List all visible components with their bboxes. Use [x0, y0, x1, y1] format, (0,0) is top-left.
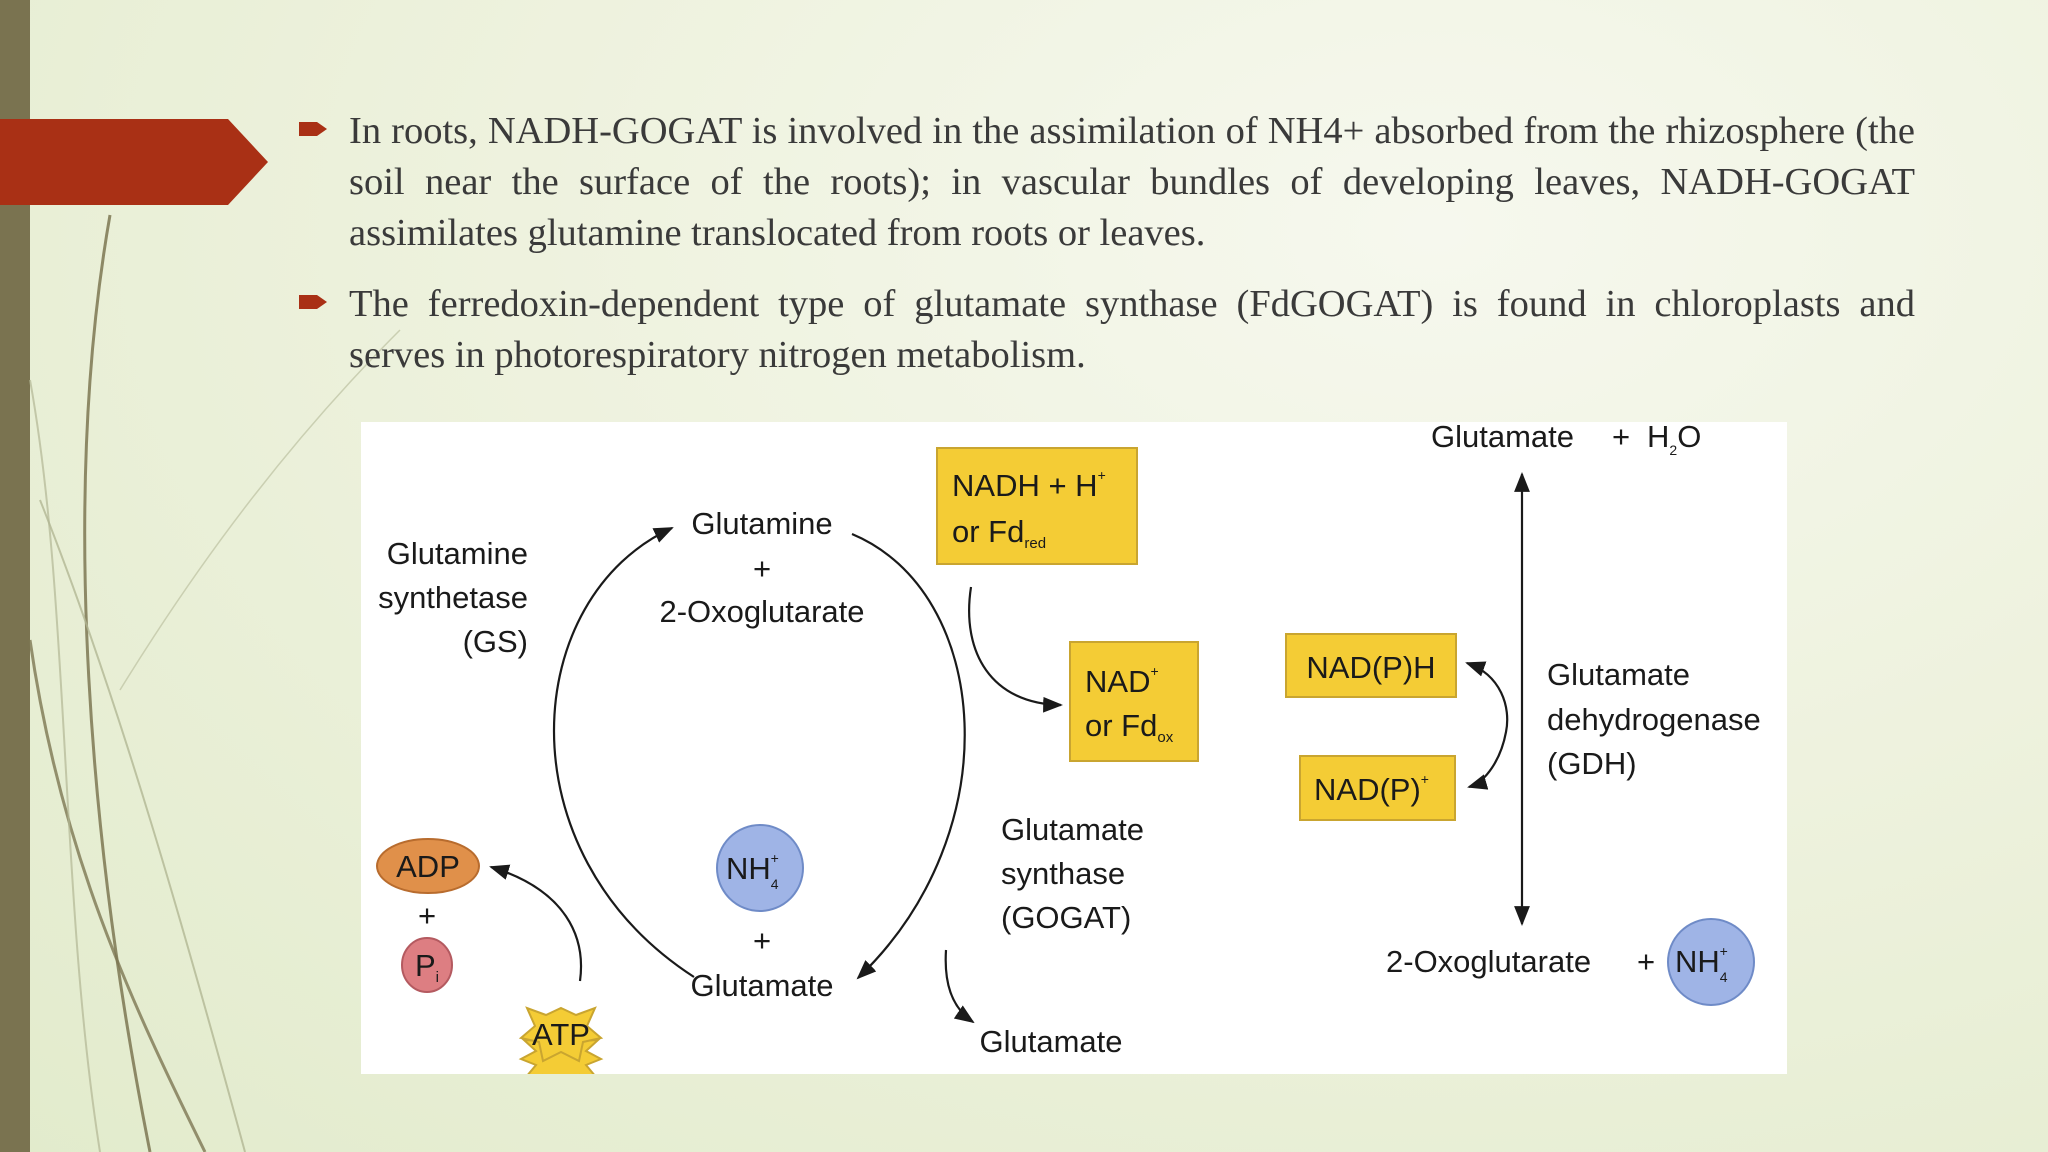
diagram-svg: Glutamine synthetase (GS) Glutamine + 2-…	[376, 422, 1761, 1074]
nadh-box-line1: NADH + H+	[952, 467, 1106, 503]
gdh-top-plus: +	[1612, 422, 1630, 454]
gdh-label-line2: dehydrogenase	[1547, 702, 1761, 737]
pi-ellipse	[401, 937, 453, 993]
bullet-arrow-icon	[299, 122, 327, 136]
pi-label: Pi	[415, 948, 439, 986]
cycle-arrow-gs	[552, 527, 695, 978]
bullet-item: In roots, NADH-GOGAT is involved in the …	[297, 106, 1915, 259]
glutamate-output: Glutamate	[979, 1024, 1122, 1059]
nad-box-line1: NAD+	[1085, 663, 1159, 699]
nh4-label-right: NH4+	[1675, 943, 1728, 985]
gdh-top-water: H2O	[1647, 422, 1701, 458]
gdh-top-glutamate: Glutamate	[1431, 422, 1574, 454]
atp-to-adp-arrow	[489, 864, 582, 982]
nadp-label: NAD(P)+	[1314, 771, 1429, 807]
top-node-plus: +	[753, 551, 771, 586]
gdh-label-line3: (GDH)	[1547, 746, 1637, 781]
gs-label-line2: synthetase	[378, 580, 528, 615]
nadh-box-line2: or Fdred	[952, 514, 1046, 552]
bullet-item: The ferredoxin-dependent type of glutama…	[297, 279, 1915, 381]
gogat-label-line3: (GOGAT)	[1001, 900, 1131, 935]
glutamate-out-arrow	[944, 949, 975, 1024]
nad-box	[1069, 641, 1199, 762]
gs-label-line1: Glutamine	[387, 536, 528, 571]
nadp-box	[1299, 755, 1456, 821]
top-node-glutamine: Glutamine	[691, 506, 832, 541]
nadh-to-nad-arrow	[968, 586, 1063, 713]
bullet-arrow-icon	[299, 295, 327, 309]
gs-label-line3: (GS)	[463, 624, 528, 659]
gdh-bottom-plus: +	[1637, 944, 1655, 979]
accent-arrow-shape	[0, 119, 268, 205]
bullet-text: In roots, NADH-GOGAT is involved in the …	[349, 110, 1915, 254]
nadph-box	[1285, 633, 1457, 698]
gogat-label-line1: Glutamate	[1001, 812, 1144, 847]
nad-box-line2: or Fdox	[1085, 708, 1174, 746]
nadh-box	[936, 447, 1138, 565]
gdh-label-line1: Glutamate	[1547, 657, 1690, 692]
gogat-label-line2: synthase	[1001, 856, 1125, 891]
nh4-circle-right	[1667, 918, 1755, 1006]
nh4-label: NH4+	[726, 850, 779, 892]
gdh-cofactor-arrow	[1465, 661, 1509, 790]
accent-arrow	[0, 119, 268, 205]
bullet-list: In roots, NADH-GOGAT is involved in the …	[297, 106, 1915, 401]
bullet-text: The ferredoxin-dependent type of glutama…	[349, 283, 1915, 376]
top-node-2-oxoglutarate: 2-Oxoglutarate	[659, 594, 864, 629]
nitrogen-assimilation-diagram: Glutamine synthetase (GS) Glutamine + 2-…	[361, 422, 1787, 1074]
adp-ellipse	[376, 838, 480, 894]
bottom-node-glutamate: Glutamate	[690, 968, 833, 1003]
adp-pi-plus: +	[418, 898, 436, 933]
bottom-node-plus: +	[753, 923, 771, 958]
atp-label: ATP	[532, 1017, 590, 1052]
cycle-arrow-gogat	[851, 532, 966, 980]
atp-star-body	[518, 1006, 604, 1063]
nadph-label: NAD(P)H	[1306, 650, 1435, 685]
adp-label: ADP	[396, 849, 460, 884]
gdh-bottom-2-oxoglutarate: 2-Oxoglutarate	[1386, 944, 1591, 979]
nh4-circle	[716, 824, 804, 912]
decorative-curves	[28, 214, 401, 1152]
